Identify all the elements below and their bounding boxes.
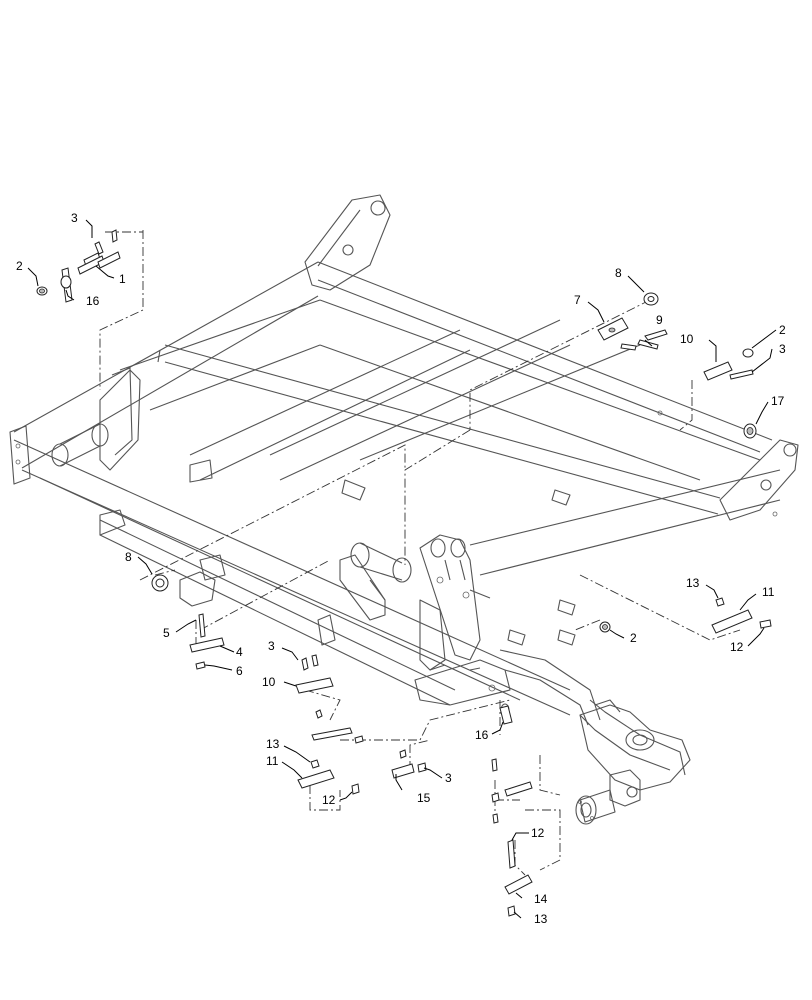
assembly-lines (99, 230, 741, 876)
hitch-structure (317, 534, 691, 825)
callout-5: 5 (163, 626, 170, 640)
callout-3b: 3 (779, 342, 786, 356)
callout-3d: 3 (445, 771, 452, 785)
callout-3c: 3 (268, 639, 275, 653)
frame-structure (9, 194, 799, 716)
callout-13b: 13 (266, 737, 280, 751)
callout-10a: 10 (680, 332, 694, 346)
callout-9: 9 (656, 313, 663, 327)
callout-14: 14 (534, 892, 548, 906)
callout-11b: 11 (266, 754, 279, 768)
callout-6: 6 (236, 664, 243, 678)
callout-15: 15 (417, 791, 431, 805)
callout-12c: 12 (531, 826, 545, 840)
callout-7: 7 (574, 293, 581, 307)
callout-16a: 16 (86, 294, 100, 308)
callout-1: 1 (119, 272, 126, 286)
callout-4: 4 (236, 645, 243, 659)
callout-2b: 2 (779, 323, 786, 337)
callout-12a: 12 (730, 640, 744, 654)
callout-10b: 10 (262, 675, 276, 689)
callout-2c: 2 (630, 631, 637, 645)
callout-13c: 13 (534, 912, 548, 926)
callout-16b: 16 (475, 728, 489, 742)
callout-11a: 11 (762, 585, 775, 599)
parts (36, 229, 772, 917)
callout-labels: 3 2 1 16 8 7 9 10 2 3 17 8 5 4 6 13 11 1… (16, 211, 786, 926)
callout-2a: 2 (16, 259, 23, 273)
callout-3a: 3 (71, 211, 78, 225)
callout-17: 17 (771, 394, 785, 408)
callout-13a: 13 (686, 576, 700, 590)
leader-lines (27, 219, 777, 919)
callout-8a: 8 (615, 266, 622, 280)
callout-12b: 12 (322, 793, 336, 807)
callout-8b: 8 (125, 550, 132, 564)
